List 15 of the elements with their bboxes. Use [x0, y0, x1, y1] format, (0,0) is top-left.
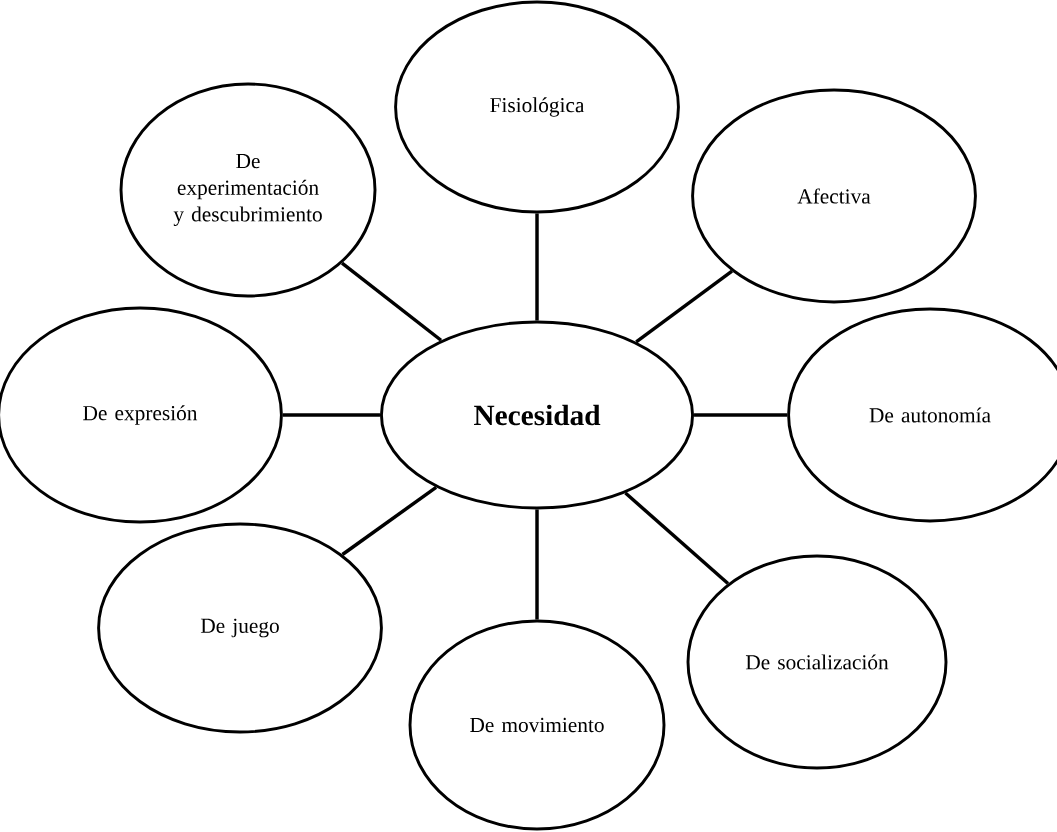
- connector-line: [635, 269, 733, 344]
- ellipse-node: De movimiento: [408, 619, 666, 831]
- connector-line: [282, 413, 380, 417]
- ellipse-node: Fisiológica: [394, 0, 680, 214]
- connector-line: [341, 485, 438, 556]
- connector-line: [535, 213, 539, 321]
- ellipse-node: Necesidad: [379, 320, 695, 510]
- connector-line: [694, 413, 788, 417]
- connector-line: [624, 491, 730, 585]
- ellipse-node: De socialización: [686, 554, 948, 770]
- ellipse-node: De juego: [97, 522, 383, 734]
- ellipse-node: Afectiva: [691, 88, 977, 304]
- connector-line: [535, 509, 539, 620]
- ellipse-node: De experimentación y descubrimiento: [119, 82, 377, 298]
- connector-line: [341, 261, 443, 342]
